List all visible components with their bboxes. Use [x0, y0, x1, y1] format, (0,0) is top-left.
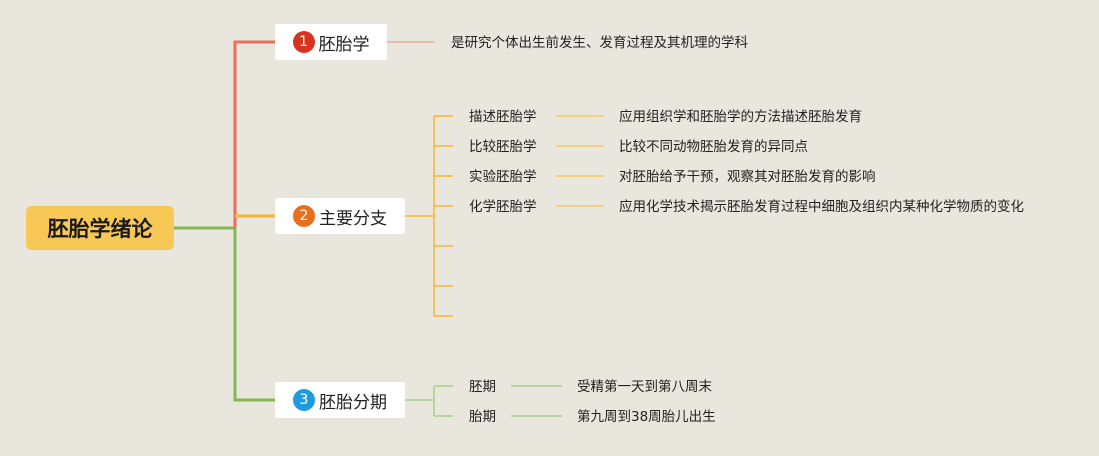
- branch-node-3[interactable]: 3 胚胎分期: [275, 382, 405, 418]
- sub-item-description: 比较不同动物胚胎发育的异同点: [619, 139, 808, 155]
- branch-3-connector: [233, 228, 275, 402]
- branch-1-description: 是研究个体出生前发生、发育过程及其机理的学科: [451, 35, 748, 51]
- branch-1-connector: [233, 40, 275, 228]
- branch-label-3: 胚胎分期: [319, 392, 387, 413]
- sub-item-name[interactable]: 比较胚胎学: [469, 139, 537, 155]
- branch-label-1: 胚胎学: [318, 34, 370, 55]
- sub-item-description: 应用化学技术揭示胚胎发育过程中细胞及组织内某种化学物质的变化: [619, 199, 1024, 215]
- sub-item-description: 受精第一天到第八周末: [577, 379, 712, 395]
- sub-item-name[interactable]: 胚期: [469, 379, 496, 395]
- number-badge-1: 1: [292, 31, 315, 53]
- number-badge-3: 3: [293, 389, 315, 411]
- sub-item-name[interactable]: 化学胚胎学: [469, 199, 537, 215]
- sub-item-name[interactable]: 胎期: [469, 409, 496, 425]
- number-badge-2: 2: [293, 205, 315, 227]
- root-title: 胚胎学绪论: [47, 217, 153, 241]
- sub-item-description: 应用组织学和胚胎学的方法描述胚胎发育: [619, 109, 862, 125]
- sub-item-name[interactable]: 实验胚胎学: [469, 169, 537, 185]
- branch-node-1[interactable]: 1 胚胎学: [275, 24, 387, 60]
- sub-item-description: 第九周到38周胎儿出生: [577, 409, 716, 425]
- sub-item-name[interactable]: 描述胚胎学: [469, 109, 537, 125]
- root-node[interactable]: 胚胎学绪论: [26, 206, 174, 250]
- branch-label-2: 主要分支: [319, 208, 387, 229]
- sub-item-description: 对胚胎给予干预，观察其对胚胎发育的影响: [619, 169, 876, 185]
- branch-node-2[interactable]: 2 主要分支: [275, 198, 405, 234]
